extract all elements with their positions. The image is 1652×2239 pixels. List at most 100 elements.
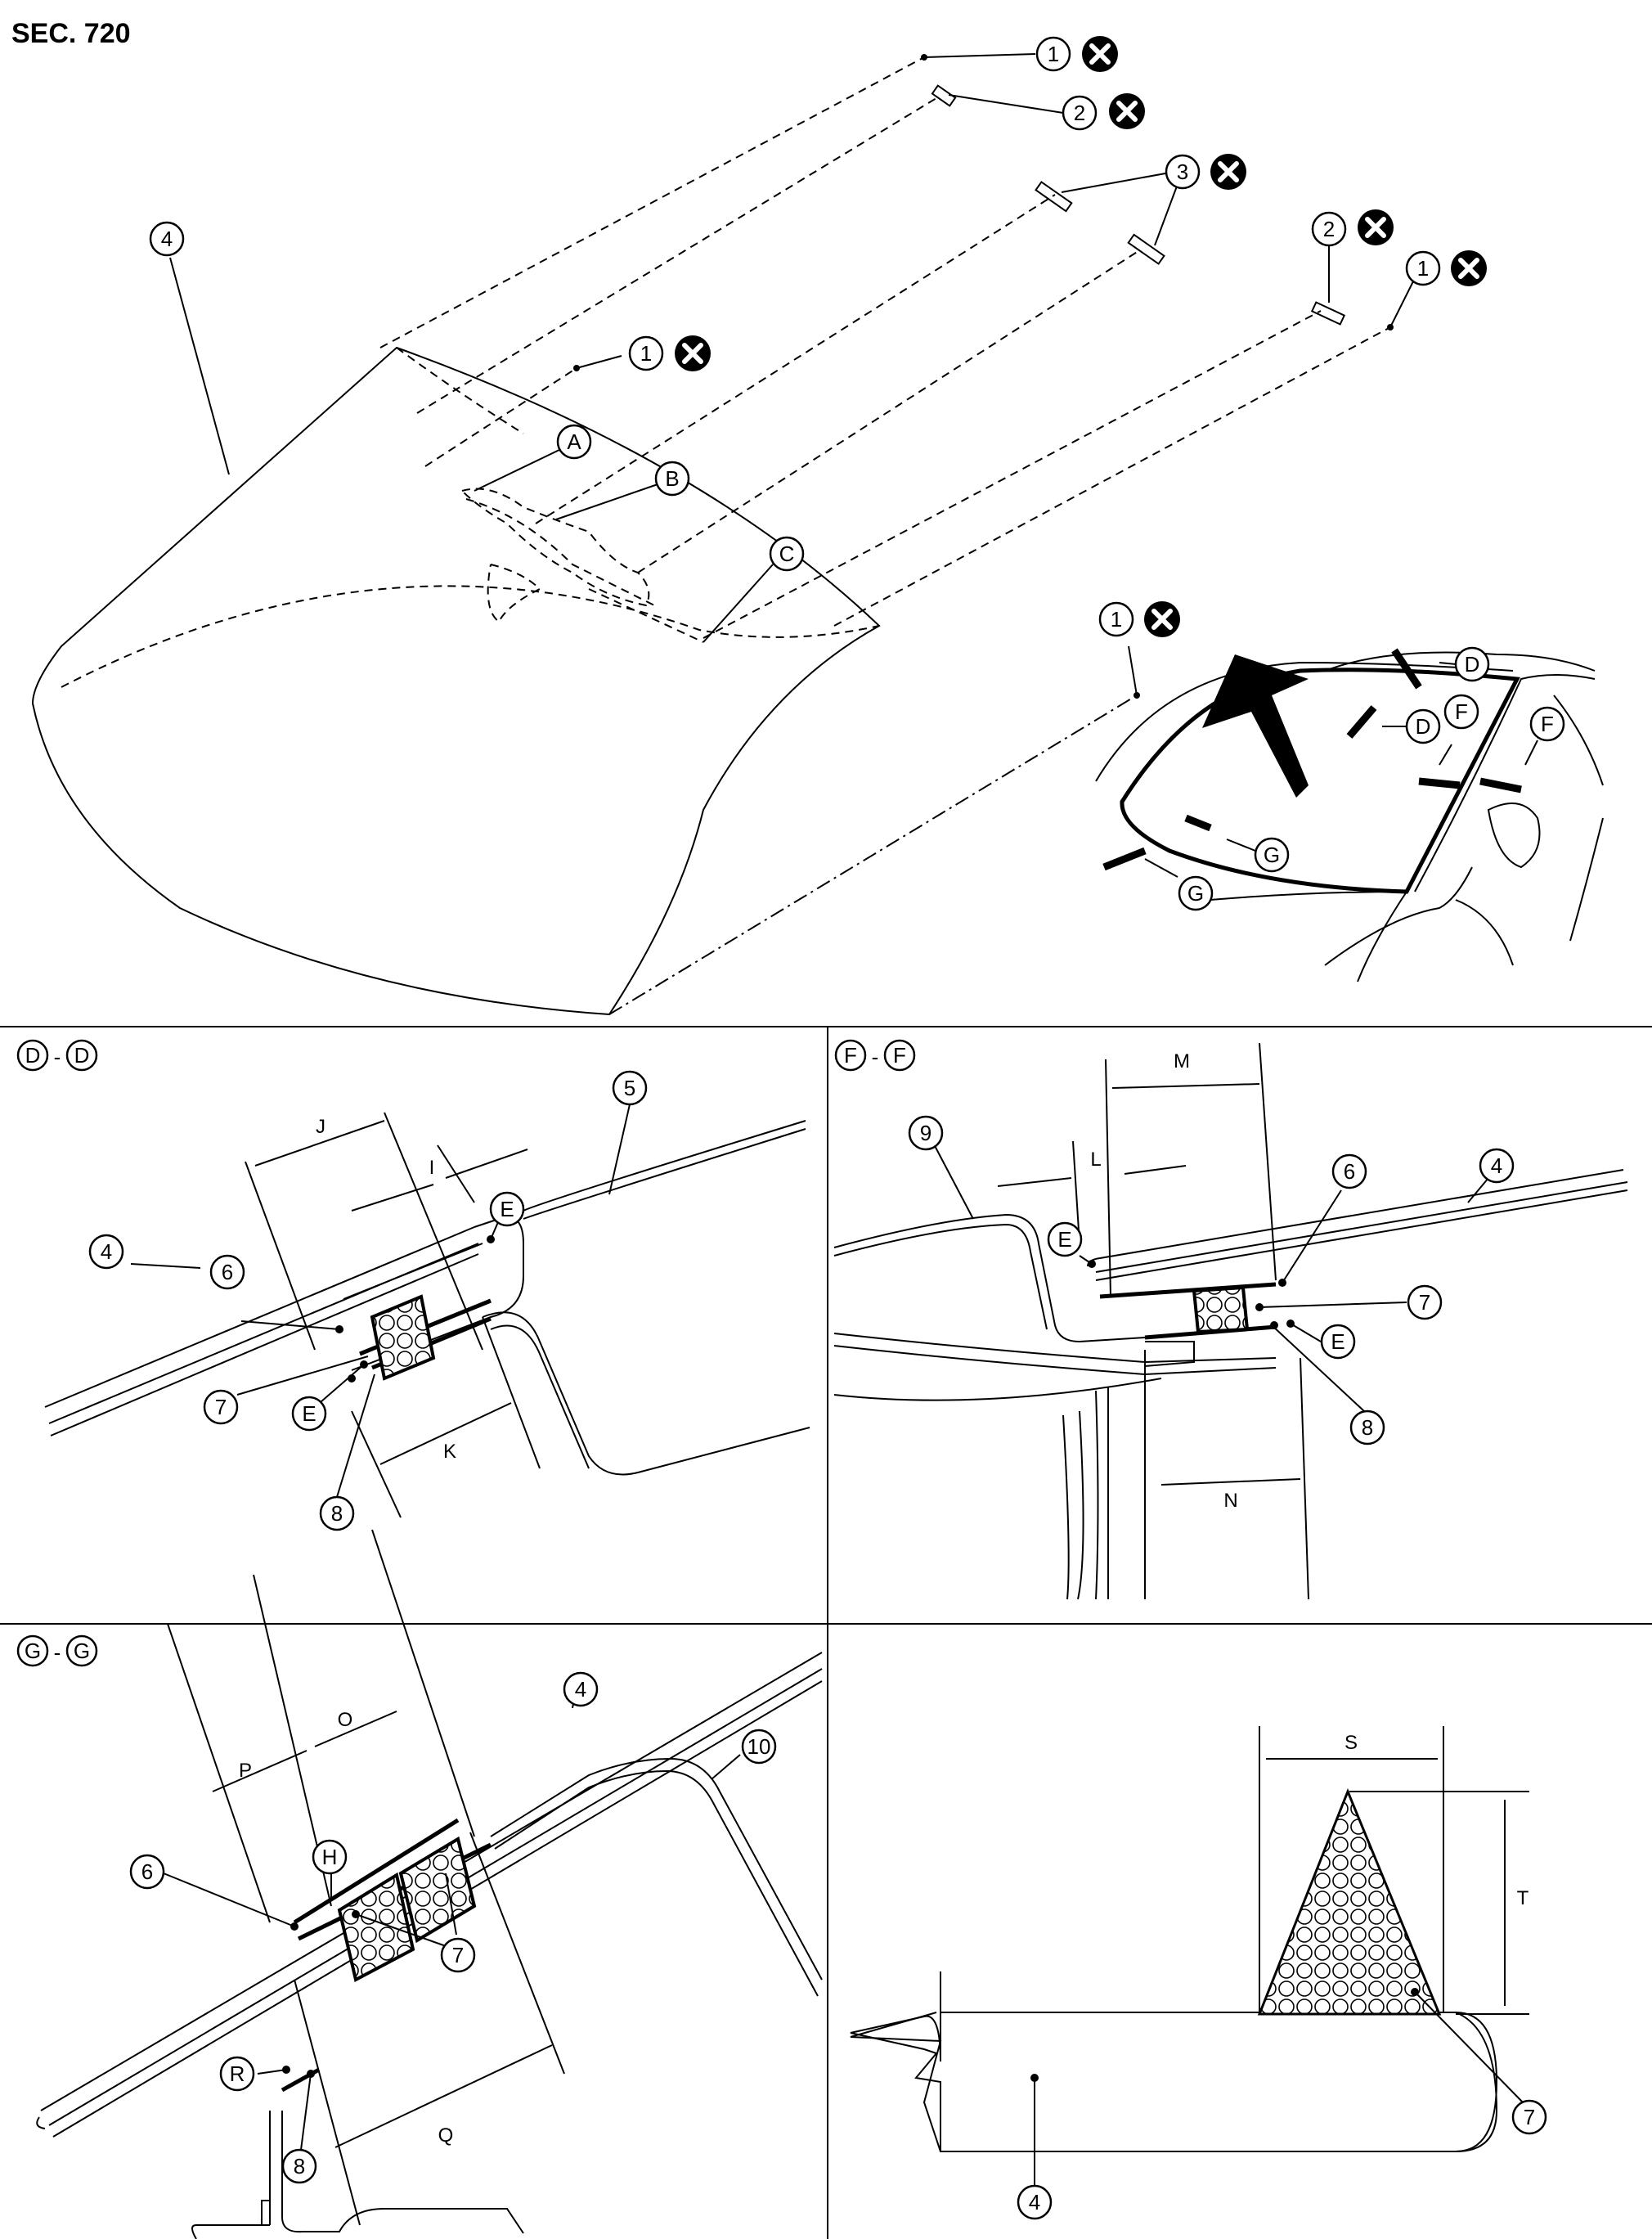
svg-text:7: 7 <box>452 1943 464 1967</box>
svg-text:F: F <box>844 1043 857 1068</box>
view-gg-title: G - G <box>16 1634 98 1667</box>
spacer-part-3 <box>1035 181 1165 265</box>
svg-text:9: 9 <box>920 1121 931 1145</box>
callout-1a: 1 <box>1035 36 1071 72</box>
svg-text:G: G <box>1264 843 1280 867</box>
gg-callout-H: H <box>312 1839 348 1875</box>
svg-text:8: 8 <box>294 2154 305 2178</box>
dd-callout-5: 5 <box>612 1070 648 1106</box>
callout-F-2: F <box>1529 706 1565 742</box>
ff-callout-7: 7 <box>1407 1284 1443 1320</box>
svg-text:4: 4 <box>1029 2190 1040 2214</box>
view-ff-title: F - F <box>834 1039 916 1072</box>
svg-text:F: F <box>893 1043 906 1068</box>
replace-x-icon <box>1210 154 1246 190</box>
svg-text:E: E <box>1331 1329 1344 1354</box>
svg-text:4: 4 <box>1491 1153 1502 1178</box>
bead-callout-4: 4 <box>1017 2184 1053 2220</box>
svg-text:E: E <box>500 1197 514 1221</box>
svg-text:B: B <box>665 466 679 491</box>
svg-text:R: R <box>230 2061 245 2086</box>
callout-4-top: 4 <box>149 221 185 257</box>
svg-text:-: - <box>54 1045 61 1069</box>
svg-text:1: 1 <box>1048 42 1059 66</box>
assembly-lines <box>379 56 1391 1015</box>
dim-P: P <box>239 1760 252 1782</box>
svg-text:G: G <box>1187 881 1204 906</box>
svg-text:D: D <box>1416 714 1431 739</box>
dd-callout-6: 6 <box>209 1254 245 1290</box>
svg-text:1: 1 <box>1111 607 1122 632</box>
svg-text:C: C <box>779 542 795 566</box>
svg-text:-: - <box>872 1045 879 1069</box>
ff-callout-4: 4 <box>1479 1148 1515 1184</box>
clip-part-1 <box>573 54 1394 699</box>
dim-M: M <box>1174 1050 1190 1072</box>
dd-callout-8: 8 <box>319 1495 355 1531</box>
callout-G-2: G <box>1178 875 1214 911</box>
dim-Q: Q <box>438 2124 454 2147</box>
callout-3: 3 <box>1165 154 1201 190</box>
svg-text:F: F <box>1541 712 1554 736</box>
svg-text:6: 6 <box>222 1260 233 1284</box>
svg-text:H: H <box>322 1845 338 1869</box>
svg-text:5: 5 <box>624 1076 635 1100</box>
dim-K: K <box>443 1441 456 1463</box>
gg-callout-4: 4 <box>563 1671 599 1707</box>
gg-callout-8: 8 <box>281 2148 317 2184</box>
svg-text:D: D <box>74 1043 90 1068</box>
svg-text:F: F <box>1455 699 1468 724</box>
replace-x-icon <box>675 335 711 371</box>
svg-text:D: D <box>1465 652 1480 677</box>
callout-C: C <box>769 536 805 572</box>
svg-text:2: 2 <box>1074 101 1085 125</box>
svg-text:2: 2 <box>1323 217 1335 241</box>
svg-text:E: E <box>302 1401 316 1426</box>
svg-text:A: A <box>567 429 581 454</box>
svg-text:1: 1 <box>1417 256 1429 281</box>
dd-callout-4: 4 <box>88 1234 124 1270</box>
dim-J: J <box>316 1116 325 1138</box>
dim-S: S <box>1344 1732 1358 1754</box>
svg-text:7: 7 <box>1419 1290 1430 1315</box>
gg-callout-R: R <box>219 2056 255 2092</box>
callout-B: B <box>654 461 690 497</box>
svg-text:8: 8 <box>1362 1415 1373 1440</box>
callout-F-1: F <box>1443 694 1479 730</box>
svg-text:G: G <box>25 1639 41 1663</box>
callout-1c: 1 <box>628 335 664 371</box>
replace-x-icon <box>1082 36 1118 72</box>
panel-grid <box>0 1026 1652 2239</box>
windshield-glass <box>31 346 881 1016</box>
svg-text:7: 7 <box>215 1395 227 1419</box>
svg-text:3: 3 <box>1177 160 1188 184</box>
callout-2b: 2 <box>1311 211 1347 247</box>
dd-callout-E2: E <box>291 1396 327 1432</box>
svg-text:4: 4 <box>575 1677 586 1702</box>
callout-G-1: G <box>1254 837 1290 873</box>
ff-callout-9: 9 <box>908 1115 944 1151</box>
section-label: SEC. 720 <box>11 18 131 49</box>
dim-O: O <box>338 1709 353 1731</box>
svg-text:E: E <box>1057 1227 1071 1252</box>
svg-text:6: 6 <box>141 1859 153 1884</box>
svg-text:8: 8 <box>331 1501 343 1526</box>
ff-callout-E2: E <box>1320 1324 1356 1360</box>
svg-text:D: D <box>25 1043 41 1068</box>
callout-D-1: D <box>1454 646 1490 682</box>
remove-arrow-icon <box>1202 654 1309 798</box>
svg-text:6: 6 <box>1344 1159 1355 1184</box>
replace-x-icon <box>1358 209 1394 245</box>
svg-text:-: - <box>54 1640 61 1665</box>
dim-I: I <box>429 1157 435 1179</box>
spacer-part-2 <box>931 84 1346 326</box>
ff-section <box>833 1042 1628 1600</box>
callout-1b: 1 <box>1405 250 1441 286</box>
replace-x-icon <box>1144 601 1180 637</box>
callout-A: A <box>556 424 592 460</box>
ff-callout-8: 8 <box>1349 1409 1385 1445</box>
view-dd-title: D - D <box>16 1039 98 1072</box>
svg-text:7: 7 <box>1524 2105 1535 2129</box>
callout-D-2: D <box>1405 708 1441 744</box>
